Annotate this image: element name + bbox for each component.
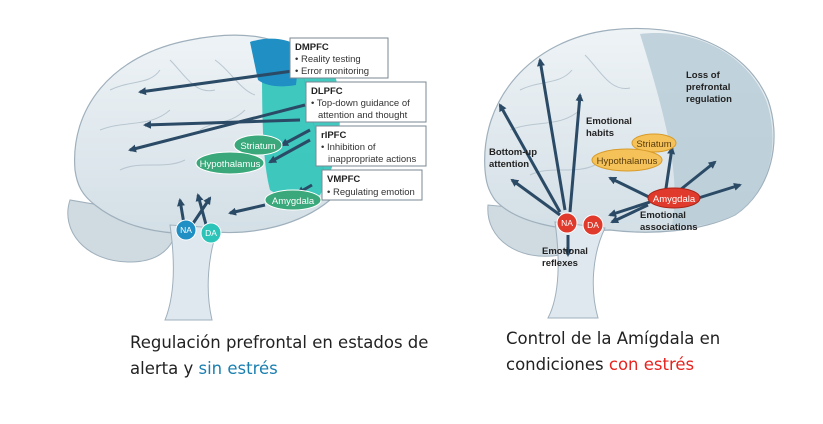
right-brainstem bbox=[547, 221, 606, 319]
svg-text:prefrontal: prefrontal bbox=[686, 82, 730, 93]
caption-right-prefix: condiciones bbox=[506, 355, 609, 374]
caption-left-prefix: alerta y bbox=[130, 359, 199, 378]
svg-text:regulation: regulation bbox=[686, 94, 732, 105]
box-rlpfc: rIPFC • Inhibition of inappropriate acti… bbox=[315, 125, 427, 167]
box-dmpfc: DMPFC • Reality testing • Error monitori… bbox=[289, 37, 389, 79]
right-na-label: NA bbox=[561, 218, 573, 228]
left-amygdala-label: Amygdala bbox=[272, 196, 315, 207]
label-emotional-habits: Emotional habits bbox=[586, 116, 632, 139]
box-dlpfc: DLPFC • Top-down guidance of attention a… bbox=[305, 81, 427, 123]
svg-text:Emotional: Emotional bbox=[586, 116, 632, 127]
box-rlpfc-line-2: inappropriate actions bbox=[328, 154, 416, 165]
left-hypothalamus-label: Hypothalamus bbox=[200, 159, 261, 170]
svg-text:Bottom-up: Bottom-up bbox=[489, 147, 537, 158]
box-dmpfc-title: DMPFC bbox=[295, 42, 329, 53]
caption-left-highlight: sin estrés bbox=[198, 359, 278, 378]
caption-right-line-1: Control de la Amígdala en bbox=[506, 329, 721, 348]
left-amygdala: Amygdala bbox=[264, 189, 322, 211]
left-brainstem bbox=[164, 224, 219, 321]
right-na: NA bbox=[556, 212, 578, 234]
right-hypothalamus: Hypothalamus bbox=[591, 148, 663, 172]
box-vmpfc-title: VMPFC bbox=[327, 174, 360, 185]
right-da: DA bbox=[582, 214, 604, 236]
right-striatum-label: Striatum bbox=[636, 139, 671, 150]
box-dlpfc-line-1: • Top-down guidance of bbox=[311, 98, 410, 109]
right-pfc-shade bbox=[640, 33, 773, 227]
svg-text:Loss of: Loss of bbox=[686, 70, 721, 81]
label-bottom-up: Bottom-up attention bbox=[489, 147, 537, 170]
left-na-label: NA bbox=[180, 225, 192, 235]
left-striatum: Striatum bbox=[233, 134, 283, 156]
box-dmpfc-line-1: • Reality testing bbox=[295, 54, 361, 65]
caption-right-line-2: condiciones con estrés bbox=[506, 352, 736, 378]
box-vmpfc: VMPFC • Regulating emotion bbox=[321, 169, 423, 201]
left-da-label: DA bbox=[205, 228, 217, 238]
left-hypothalamus: Hypothalamus bbox=[195, 151, 265, 175]
box-rlpfc-line-1: • Inhibition of bbox=[321, 142, 376, 153]
svg-text:habits: habits bbox=[586, 128, 614, 139]
left-na: NA bbox=[175, 219, 197, 241]
svg-text:Emotional: Emotional bbox=[542, 246, 588, 257]
svg-text:reflexes: reflexes bbox=[542, 258, 578, 269]
caption-left-line-2: alerta y sin estrés bbox=[130, 356, 430, 382]
caption-left: Regulación prefrontal en estados de aler… bbox=[130, 330, 430, 382]
box-rlpfc-title: rIPFC bbox=[321, 130, 346, 141]
caption-right: Control de la Amígdala en condiciones co… bbox=[506, 326, 736, 378]
svg-text:attention: attention bbox=[489, 159, 529, 170]
svg-text:Emotional: Emotional bbox=[640, 210, 686, 221]
caption-right-highlight: con estrés bbox=[608, 355, 695, 374]
right-amygdala: Amygdala bbox=[647, 187, 701, 209]
left-striatum-label: Striatum bbox=[240, 141, 275, 152]
right-striatum: Striatum bbox=[631, 133, 677, 153]
caption-left-line-1: Regulación prefrontal en estados de bbox=[130, 333, 429, 352]
svg-text:associations: associations bbox=[640, 222, 698, 233]
box-dlpfc-line-2: attention and thought bbox=[318, 110, 408, 121]
right-amygdala-label: Amygdala bbox=[653, 194, 696, 205]
box-dmpfc-line-2: • Error monitoring bbox=[295, 66, 369, 77]
right-da-label: DA bbox=[587, 220, 599, 230]
box-vmpfc-line-1: • Regulating emotion bbox=[327, 187, 415, 198]
label-emotional-associations: Emotional associations bbox=[640, 210, 698, 233]
right-hypothalamus-label: Hypothalamus bbox=[597, 156, 658, 167]
label-loss-pfc: Loss of prefrontal regulation bbox=[686, 70, 732, 105]
box-dlpfc-title: DLPFC bbox=[311, 86, 343, 97]
right-arrows bbox=[498, 58, 742, 257]
right-brain bbox=[484, 27, 775, 319]
label-emotional-reflexes: Emotional reflexes bbox=[542, 246, 588, 269]
left-da: DA bbox=[200, 222, 222, 244]
